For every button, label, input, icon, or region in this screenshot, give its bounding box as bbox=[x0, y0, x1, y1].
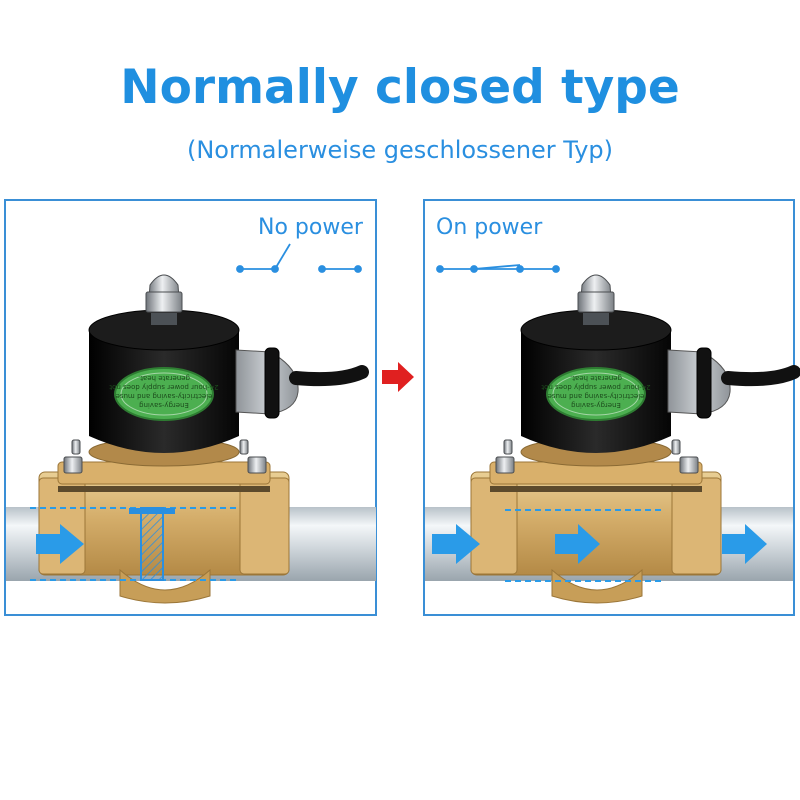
badge-line-2: electricity-saving and muse bbox=[116, 392, 213, 400]
energy-saving-badge: Energy-saving electricity-saving and mus… bbox=[109, 374, 218, 409]
blue-flow-arrow-icon bbox=[432, 524, 480, 564]
state-label-on-power: On power bbox=[436, 215, 543, 240]
blue-flow-arrow-icon bbox=[36, 524, 84, 564]
blue-flow-arrow-icon bbox=[555, 524, 600, 564]
red-transition-arrow-icon bbox=[382, 362, 414, 392]
panel-on-power: Energy-saving electricity-saving and mus… bbox=[423, 199, 794, 616]
badge-line-3: 24-hour power supply does not bbox=[109, 383, 218, 391]
state-label-no-power: No power bbox=[258, 215, 364, 240]
badge-line-2: electricity-saving and muse bbox=[548, 392, 645, 400]
closed-plunger bbox=[140, 507, 164, 581]
badge-line-4: generate heat. bbox=[138, 374, 190, 382]
badge-line-3: 24-hour power supply does not bbox=[541, 383, 650, 391]
energy-saving-badge-2: Energy-saving electricity-saving and mus… bbox=[541, 374, 650, 409]
badge-line-1: Energy-saving bbox=[571, 401, 621, 409]
blue-flow-arrow-icon bbox=[722, 524, 767, 564]
switch-open-icon bbox=[236, 243, 362, 273]
switch-closed-icon bbox=[436, 264, 560, 273]
plunger-cap bbox=[129, 508, 175, 514]
panel-no-power: Energy-saving electricity-saving and mus… bbox=[4, 199, 377, 616]
badge-line-4: generate heat. bbox=[570, 374, 622, 382]
badge-line-1: Energy-saving bbox=[139, 401, 189, 409]
page-subtitle: (Normalerweise geschlossener Typ) bbox=[186, 136, 614, 164]
page-title: Normally closed type bbox=[120, 60, 680, 115]
